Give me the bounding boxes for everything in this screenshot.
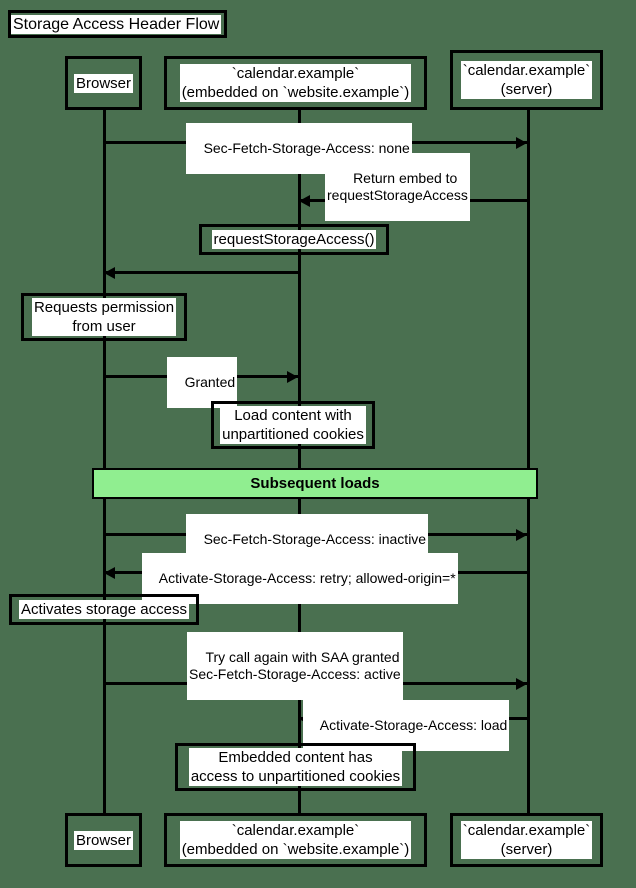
note-request-storage-access: requestStorageAccess()	[199, 224, 389, 255]
note-activates-storage-access: Activates storage access	[9, 594, 199, 625]
message-arrowhead-sec-fetch-inactive	[516, 528, 527, 541]
message-arrowhead-granted	[287, 370, 298, 383]
participant-server-top-label: `calendar.example` (server)	[460, 61, 593, 99]
section-subsequent-loads-label: Subsequent loads	[250, 475, 380, 492]
message-label-try-call-again: Try call again with SAA granted Sec-Fetc…	[187, 632, 403, 700]
message-label-activate-load: Activate-Storage-Access: load	[303, 700, 510, 751]
note-activates-storage-access-text: Activates storage access	[19, 600, 189, 619]
note-requests-permission: Requests permission from user	[21, 293, 187, 341]
message-arrowhead-embed-to-browser	[104, 266, 115, 279]
lifeline-embed	[297, 110, 301, 816]
participant-server-top[interactable]: `calendar.example` (server)	[450, 50, 603, 110]
message-label-activate-retry: Activate-Storage-Access: retry; allowed-…	[142, 553, 458, 604]
message-arrowhead-try-call-again	[516, 677, 527, 690]
diagram-title-frame: Storage Access Header Flow	[8, 10, 227, 38]
participant-browser-top[interactable]: Browser	[65, 56, 142, 110]
lifeline-server	[526, 110, 530, 816]
participant-browser-bottom-label: Browser	[73, 830, 133, 850]
lifeline-browser	[102, 110, 106, 816]
message-label-return-embed: Return embed to requestStorageAccess	[325, 153, 470, 221]
message-arrowhead-sec-fetch-none	[516, 136, 527, 149]
participant-browser-top-label: Browser	[73, 73, 133, 93]
participant-server-bottom-label: `calendar.example` (server)	[460, 821, 593, 859]
note-load-content: Load content with unpartitioned cookies	[211, 401, 375, 449]
diagram-title: Storage Access Header Flow	[11, 14, 222, 34]
message-label-granted: Granted	[167, 357, 238, 408]
participant-embed-top-label: `calendar.example` (embedded on `website…	[179, 64, 412, 102]
message-arrowhead-activate-retry	[104, 566, 115, 579]
section-subsequent-loads: Subsequent loads	[92, 468, 538, 499]
participant-embed-bottom-label: `calendar.example` (embedded on `website…	[179, 821, 412, 859]
participant-browser-bottom[interactable]: Browser	[65, 813, 142, 867]
message-line-embed-to-browser	[102, 271, 298, 274]
message-arrowhead-return-embed	[299, 194, 310, 207]
note-load-content-text: Load content with unpartitioned cookies	[220, 406, 366, 444]
participant-server-bottom[interactable]: `calendar.example` (server)	[450, 813, 603, 867]
note-request-storage-access-text: requestStorageAccess()	[211, 230, 377, 249]
note-requests-permission-text: Requests permission from user	[31, 298, 177, 336]
participant-embed-bottom[interactable]: `calendar.example` (embedded on `website…	[164, 813, 427, 867]
note-embedded-content-text: Embedded content has access to unpartiti…	[188, 748, 403, 786]
note-embedded-content: Embedded content has access to unpartiti…	[175, 743, 416, 791]
message-label-sec-fetch-none: Sec-Fetch-Storage-Access: none	[186, 123, 412, 174]
participant-embed-top[interactable]: `calendar.example` (embedded on `website…	[164, 56, 427, 110]
